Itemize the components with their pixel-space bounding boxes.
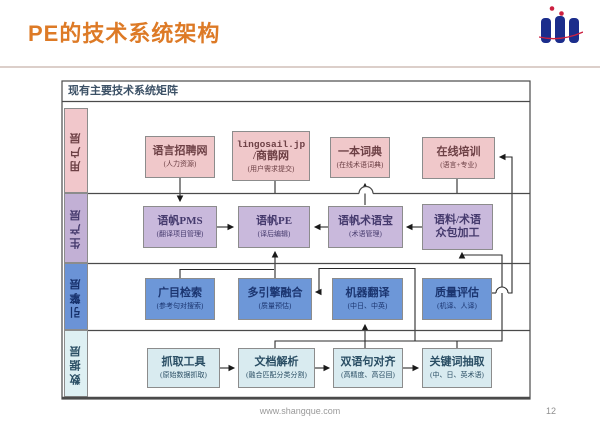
node-subtitle: (术语管理) xyxy=(349,230,382,239)
company-logo-icon xyxy=(539,6,583,43)
node-keyword-extraction: 关键词抽取 (中、日、英术语) xyxy=(422,348,492,388)
layer-label: 生产层 xyxy=(70,207,82,249)
layer-label: 数据层 xyxy=(70,342,82,385)
node-title: 语料/术语 xyxy=(433,213,482,226)
node-subtitle: (参考句对搜索) xyxy=(156,302,204,311)
node-crawler-tool: 抓取工具 (原始数据抓取) xyxy=(147,348,220,388)
node-subtitle: (质量预估) xyxy=(258,302,292,311)
node-title: 语言招聘网 xyxy=(152,145,208,158)
node-title: 关键词抽取 xyxy=(429,356,485,369)
layer-strip-user: 用户层 xyxy=(64,108,88,193)
node-subtitle: (高精度、高召回) xyxy=(341,371,395,380)
node-guangmu-search: 广目检索 (参考句对搜索) xyxy=(145,278,215,320)
footer-url: www.shangque.com xyxy=(259,406,341,416)
node-subtitle: (语言+专业) xyxy=(440,161,477,170)
node-document-parsing: 文档解析 (融合匹配分类分割) xyxy=(238,348,315,388)
node-subtitle: (融合匹配分类分割) xyxy=(246,371,307,380)
node-title-line2: /商鹊网 xyxy=(252,149,290,162)
node-title: 文档解析 xyxy=(254,356,299,369)
node-language-recruitment: 语言招聘网 (人力资源) xyxy=(145,136,215,178)
node-title: 语帆PE xyxy=(255,215,293,228)
diagram-header: 现有主要技术系统矩阵 xyxy=(68,85,178,97)
node-title: 抓取工具 xyxy=(161,356,206,369)
node-yufan-termbox: 语帆术语宝 (术语管理) xyxy=(328,206,403,248)
node-subtitle: (在线术语词典) xyxy=(336,160,384,169)
node-lingosail: lingosail.jp /商鹊网 (用户需求提交) xyxy=(232,131,310,181)
node-title: 多引擎融合 xyxy=(247,287,303,300)
node-online-training: 在线培训 (语言+专业) xyxy=(422,137,495,179)
node-subtitle: (人力资源) xyxy=(163,160,197,169)
node-title: 机器翻译 xyxy=(345,287,390,300)
node-subtitle: (中日、中英) xyxy=(347,302,388,311)
node-title: 双语句对齐 xyxy=(340,356,396,369)
node-subtitle: (机译、人译) xyxy=(437,302,477,311)
node-machine-translation: 机器翻译 (中日、中英) xyxy=(332,278,403,320)
node-title: lingosail.jp xyxy=(236,138,306,150)
title-divider xyxy=(0,66,600,68)
node-title: 在线培训 xyxy=(436,146,481,159)
node-title: 一本词典 xyxy=(338,145,382,158)
layer-strip-production: 生产层 xyxy=(64,193,88,263)
node-subtitle: (翻译项目管理) xyxy=(156,230,204,239)
node-corpus-crowdsourcing: 语料/术语 众包加工 xyxy=(422,204,493,250)
layer-label: 用户层 xyxy=(70,129,82,172)
node-title: 语帆PMS xyxy=(157,215,203,228)
node-subtitle: (原始数据抓取) xyxy=(160,371,207,380)
node-subtitle: (用户需求提交) xyxy=(247,165,295,174)
node-subtitle: (译后编辑) xyxy=(257,230,291,239)
layer-strip-data: 数据层 xyxy=(64,330,88,397)
node-subtitle: (中、日、英术语) xyxy=(430,371,484,380)
node-title-line2: 众包加工 xyxy=(435,227,480,239)
node-yufan-pms: 语帆PMS (翻译项目管理) xyxy=(143,206,217,248)
layer-strip-engine: 引擎层 xyxy=(64,263,88,330)
node-bilingual-alignment: 双语句对齐 (高精度、高召回) xyxy=(333,348,403,388)
node-quality-evaluation: 质量评估 (机译、人译) xyxy=(422,278,492,320)
node-yufan-pe: 语帆PE (译后编辑) xyxy=(238,206,310,248)
node-title: 语帆术语宝 xyxy=(338,215,393,228)
node-title: 广目检索 xyxy=(158,287,202,300)
slide-title: PE的技术系统架构 xyxy=(28,21,221,46)
layer-label: 引擎层 xyxy=(70,275,82,318)
node-title: 质量评估 xyxy=(435,287,479,300)
node-multi-engine-fusion: 多引擎融合 (质量预估) xyxy=(238,278,312,320)
node-yiben-dictionary: 一本词典 (在线术语词典) xyxy=(330,137,390,178)
page-number: 12 xyxy=(546,406,557,416)
